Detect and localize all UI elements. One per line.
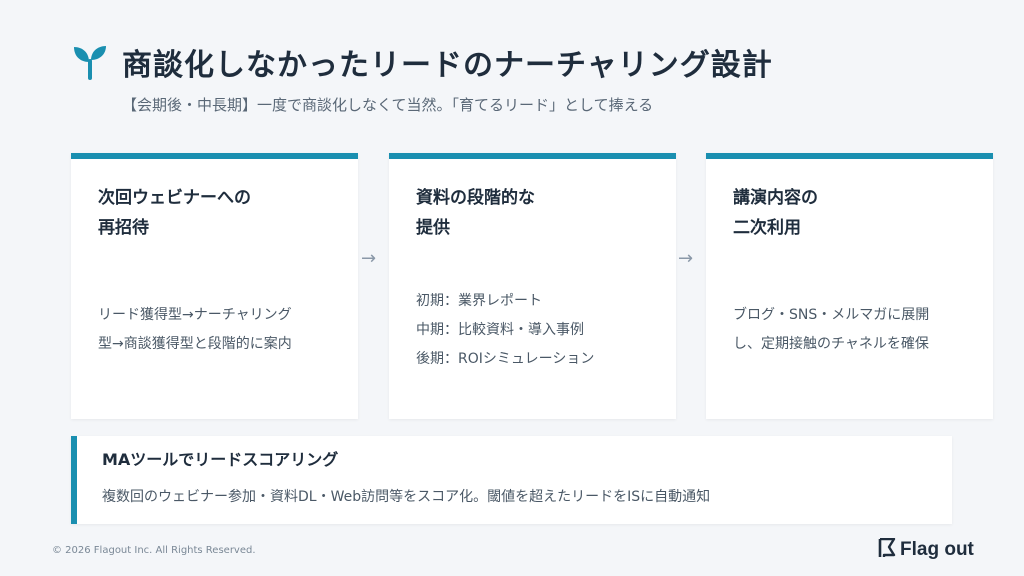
card-title: 資料の段階的な 提供 [416,183,535,243]
card-body-line: ブログ・SNS・メルマガに展開 [733,307,930,323]
flag-logo-icon [878,537,896,562]
card-body: 初期：業界レポート 中期：比較資料・導入事例 後期：ROIシミュレーション [416,287,594,374]
card-title-line: 二次利用 [733,218,801,238]
card-body-line: 型→商談獲得型と段階的に案内 [98,336,292,352]
card-title-line: 再招待 [98,218,149,238]
page-subtitle: 【会期後・中長期】一度で商談化しなくて当然。「育てるリード」として捧える [122,96,654,114]
title-row: 商談化しなかったリードのナーチャリング設計 [72,40,773,84]
card-title: 次回ウェビナーへの 再招待 [98,183,251,243]
card-body-line: 初期：業界レポート [416,293,542,309]
arrow-right-icon: → [361,248,377,269]
card-content-reuse: 講演内容の 二次利用 ブログ・SNS・メルマガに展開 し、定期接触のチャネルを確… [706,153,993,419]
card-title-line: 資料の段階的な [416,188,535,208]
scoring-body: 複数回のウェビナー参加・資料DL・Web訪問等をスコア化。閾値を超えたリードをI… [102,489,711,505]
arrow-right-icon: → [678,248,694,269]
card-title-line: 提供 [416,218,450,238]
card-body-line: 後期：ROIシミュレーション [416,351,595,367]
card-body-line: 中期：比較資料・導入事例 [416,322,584,338]
card-title: 講演内容の 二次利用 [733,183,818,243]
brand-logo: Flag out [878,537,974,562]
sprout-icon [72,44,108,80]
card-body-line: し、定期接触のチャネルを確保 [733,336,929,352]
card-body: リード獲得型→ナーチャリング 型→商談獲得型と段階的に案内 [98,301,292,359]
card-reinvite: 次回ウェビナーへの 再招待 リード獲得型→ナーチャリング 型→商談獲得型と段階的… [71,153,358,419]
page-title: 商談化しなかったリードのナーチャリング設計 [122,48,773,83]
card-body-line: リード獲得型→ナーチャリング [98,307,292,323]
card-title-line: 次回ウェビナーへの [98,188,251,208]
scoring-title: MAツールでリードスコアリング [102,450,339,469]
scoring-card: MAツールでリードスコアリング 複数回のウェビナー参加・資料DL・Web訪問等を… [71,436,952,524]
card-body: ブログ・SNS・メルマガに展開 し、定期接触のチャネルを確保 [733,301,929,359]
card-title-line: 講演内容の [733,188,818,208]
copyright: © 2026 Flagout Inc. All Rights Reserved. [52,545,256,556]
brand-name: Flag out [900,539,974,560]
card-materials: 資料の段階的な 提供 初期：業界レポート 中期：比較資料・導入事例 後期：ROI… [389,153,676,419]
